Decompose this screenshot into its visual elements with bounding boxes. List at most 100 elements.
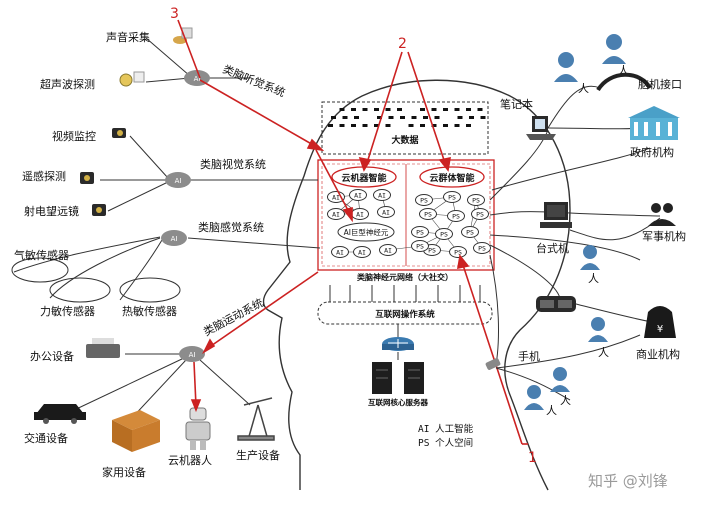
bigdata-dot [362, 124, 368, 127]
oil-pump-icon [237, 397, 275, 441]
label-force: 力敏传感器 [40, 304, 95, 318]
server-label: 互联网核心服务器 [368, 397, 428, 407]
bigdata-dot [351, 108, 356, 111]
sensory-lines [13, 236, 321, 301]
ps-node [473, 242, 491, 254]
label-ultrasound: 超声波探测 [40, 77, 95, 91]
ps-node [461, 226, 479, 238]
bigdata-dot [354, 116, 359, 119]
label-desktop: 台式机 [536, 241, 569, 255]
robot-icon [185, 407, 211, 450]
label-person-2: 人 [618, 64, 629, 77]
bigdata-dot [339, 108, 345, 111]
hub-motor [179, 346, 205, 362]
ai-node [349, 189, 367, 201]
bigdata-dot [477, 108, 483, 111]
label-robot: 云机器人 [168, 453, 212, 467]
ps-node-label: PS [478, 245, 486, 253]
label-radio: 射电望远镜 [24, 204, 79, 218]
ps-node-label: PS [476, 211, 484, 219]
label-bci: 脑机接口 [638, 77, 682, 91]
bigdata-dot [377, 116, 382, 119]
ps-node [419, 208, 437, 220]
label-production: 生产设备 [236, 448, 280, 462]
bigdata-dot [480, 116, 486, 119]
ps-node [471, 208, 489, 220]
bigdata-dot [328, 124, 333, 127]
ai-node [377, 206, 395, 218]
ps-node-label: PS [466, 229, 474, 237]
gov-building-icon [628, 106, 680, 140]
sensor-loops [11, 257, 181, 303]
bigdata-dots [328, 108, 486, 127]
auditory-lines [145, 37, 250, 83]
ai-node-label: AI [336, 249, 344, 257]
ai-node-label: AI [354, 192, 362, 200]
system-auditory: 类脑听觉系统 [221, 62, 287, 100]
os-box [317, 301, 493, 325]
marker-1: 1 [528, 450, 537, 466]
ps-node-label: PS [428, 247, 436, 255]
hub-visual-label: AI [175, 177, 182, 185]
os-label: 互联网操作系统 [375, 309, 435, 320]
bigdata-dot [420, 108, 425, 111]
label-gov: 政府机构 [630, 145, 674, 159]
label-traffic: 交通设备 [24, 431, 68, 445]
bigdata-dot [466, 108, 471, 111]
bigdata-dot [434, 116, 440, 119]
bigdata-dot [423, 116, 428, 119]
bigdata-dot [400, 116, 405, 119]
ai-node-label: AI [332, 194, 340, 202]
visual-lines [100, 135, 318, 212]
bigdata-dot [420, 124, 425, 127]
label-remote: 遥感探测 [22, 170, 66, 183]
vr-glasses-icon [536, 296, 576, 312]
bigdata-dot [457, 116, 463, 119]
ai-node-label: AI [332, 211, 340, 219]
marker-2: 2 [398, 36, 407, 52]
bigdata-dot [411, 116, 417, 119]
label-home: 家用设备 [102, 465, 146, 479]
ai-node [379, 244, 397, 256]
bigdata-dot [385, 124, 391, 127]
server-icon [372, 324, 424, 394]
bigdata-dot [454, 124, 460, 127]
sound-sensor-icon [173, 27, 193, 44]
desktop-icon [540, 202, 572, 228]
label-laptop: 笔记本 [500, 97, 533, 111]
hub-motor-label: AI [189, 351, 196, 359]
printer-icon [86, 338, 120, 358]
giant-neuron-label: AI巨型神经元 [344, 227, 389, 237]
bigdata-dot [408, 124, 414, 127]
system-visual: 类脑视觉系统 [200, 157, 266, 171]
bigdata-dot [443, 108, 448, 111]
network-label: 类脑神经元网络（大社交） [357, 272, 453, 282]
car-icon [34, 404, 86, 424]
hub-visual [165, 172, 191, 188]
system-motor: 类脑运动系统 [201, 295, 266, 338]
ai-node [353, 246, 371, 258]
head-outline [262, 79, 571, 491]
ps-node-label: PS [416, 243, 424, 251]
person-icon-desktop [580, 245, 600, 270]
label-video: 视频监控 [52, 129, 96, 143]
person-icon-top-left [554, 52, 578, 82]
legend-ps: PS 个人空间 [418, 437, 473, 449]
ps-node [411, 240, 429, 252]
box-icon [112, 410, 160, 452]
bigdata-dot [342, 116, 348, 119]
label-business: 商业机构 [636, 347, 680, 361]
ai-node-label: AI [384, 247, 392, 255]
bigdata-dot [431, 124, 437, 127]
bigdata-dot [351, 124, 356, 127]
telescope-icon [92, 204, 106, 216]
bigdata-label: 大数据 [391, 134, 418, 146]
bigdata-dot [385, 108, 391, 111]
motor-lines [69, 353, 251, 421]
label-gas: 气敏传感器 [14, 248, 69, 262]
ps-node [415, 194, 433, 206]
person-icon-bottom-left [550, 367, 570, 392]
legend-ai: AI 人工智能 [418, 423, 474, 435]
label-military: 军事机构 [642, 229, 686, 243]
